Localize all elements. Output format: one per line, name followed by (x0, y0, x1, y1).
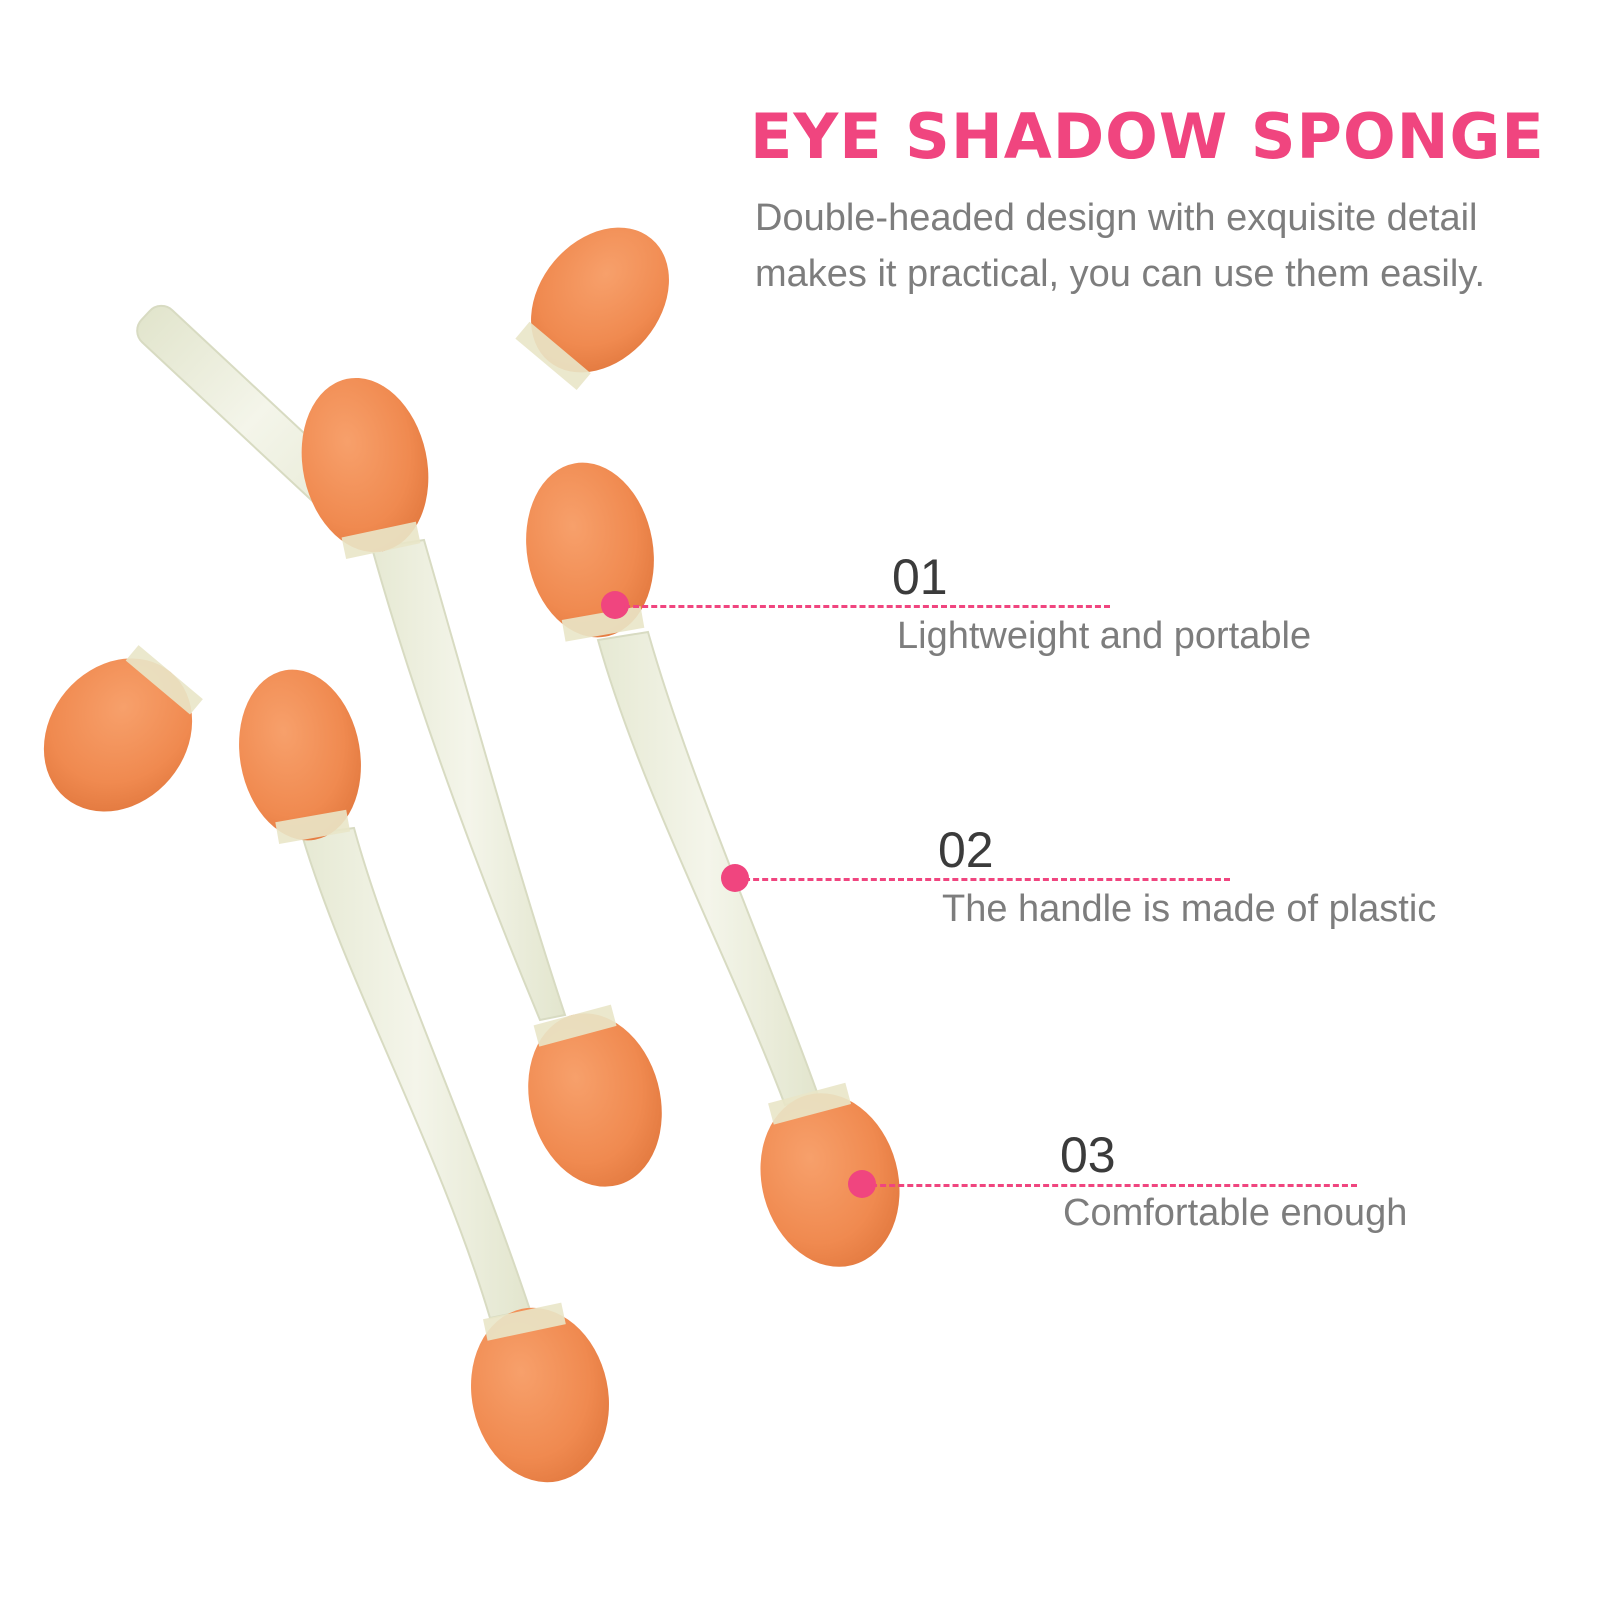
callout-line (735, 878, 1230, 881)
feature-number: 01 (892, 549, 948, 605)
applicator-right (526, 462, 900, 1267)
product-description: Double-headed design with exquisite deta… (755, 190, 1585, 302)
callout-line (862, 1184, 1357, 1187)
description-line-1: Double-headed design with exquisite deta… (755, 197, 1478, 239)
feature-number: 02 (938, 822, 994, 878)
page-title: EYE SHADOW SPONGE (750, 100, 1545, 173)
applicator-front-left (239, 669, 609, 1483)
callout-line (615, 605, 1110, 608)
applicator-middle (301, 377, 662, 1187)
feature-text: Comfortable enough (1063, 1192, 1408, 1234)
feature-number: 03 (1060, 1127, 1116, 1183)
description-line-2: makes it practical, you can use them eas… (755, 253, 1486, 295)
feature-text: Lightweight and portable (897, 615, 1312, 657)
feature-text: The handle is made of plastic (942, 888, 1437, 930)
